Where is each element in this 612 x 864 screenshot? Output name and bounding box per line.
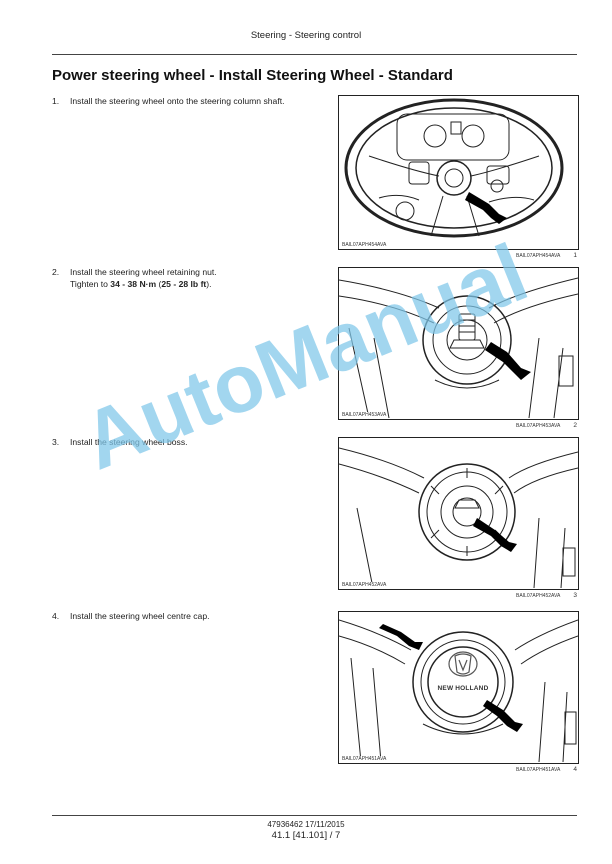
step-4-text: Install the steering wheel centre cap. <box>70 611 210 621</box>
figure-4-illustration <box>339 619 578 763</box>
step-2-text: Install the steering wheel retaining nut… <box>70 266 322 290</box>
step-1: 1. Install the steering wheel onto the s… <box>52 95 322 107</box>
figure-4-code: BAIL07APH451AVA <box>341 756 388 762</box>
figure-2-retaining-nut: BAIL07APH453AVA <box>338 267 579 420</box>
step-2-text-post: ). <box>206 279 212 289</box>
step-4-number: 4. <box>52 611 60 621</box>
step-1-number: 1. <box>52 96 60 106</box>
figure-4-caption-code: BAIL07APH451AVA <box>516 767 561 773</box>
figure-4-centre-cap: NEW HOLLAND BAIL07APH451AVA <box>338 611 579 764</box>
step-2: 2. Install the steering wheel retaining … <box>52 266 322 290</box>
new-holland-logo-text: NEW HOLLAND <box>437 685 489 692</box>
figure-2-number: 2 <box>573 422 577 429</box>
footer-page-number: 41.1 [41.101] / 7 <box>271 830 341 841</box>
header-divider <box>52 54 577 55</box>
footer-doc-ref: 47936462 17/11/2015 <box>267 820 345 829</box>
torque-lbft-value: 25 - 28 lb ft <box>161 279 207 289</box>
torque-nm-value: 34 - 38 N·m <box>110 279 157 289</box>
figure-2-code: BAIL07APH453AVA <box>341 412 388 418</box>
figure-3-number: 3 <box>573 592 577 599</box>
running-header: Steering - Steering control <box>250 30 362 41</box>
figure-1-number: 1 <box>573 252 577 259</box>
step-2-text-line1: Install the steering wheel retaining nut… <box>70 267 217 277</box>
page-title: Power steering wheel - Install Steering … <box>52 67 453 84</box>
figure-3-code: BAIL07APH452AVA <box>341 582 388 588</box>
step-2-text-mid: ( <box>156 279 162 289</box>
figure-1-code: BAIL07APH454AVA <box>341 242 388 248</box>
figure-1-steering-wheel-on-shaft: BAIL07APH454AVA <box>338 95 579 250</box>
figure-1-caption-code: BAIL07APH454AVA <box>516 253 561 259</box>
new-holland-leaf-logo-icon <box>448 651 478 677</box>
footer-divider <box>52 815 577 816</box>
step-3: 3. Install the steering wheel boss. <box>52 436 322 448</box>
figure-1-illustration <box>344 98 564 238</box>
step-2-number: 2. <box>52 267 60 277</box>
step-3-text: Install the steering wheel boss. <box>70 437 188 447</box>
figure-3-wheel-boss: BAIL07APH452AVA <box>338 437 579 590</box>
figure-3-caption-code: BAIL07APH452AVA <box>516 593 561 599</box>
figure-3-illustration <box>339 447 578 589</box>
step-3-number: 3. <box>52 437 60 447</box>
figure-2-illustration <box>339 277 578 419</box>
figure-2-caption-code: BAIL07APH453AVA <box>516 423 561 429</box>
step-4: 4. Install the steering wheel centre cap… <box>52 610 322 622</box>
step-2-text-pre: Tighten to <box>70 279 111 289</box>
figure-4-number: 4 <box>573 766 577 773</box>
step-1-text: Install the steering wheel onto the stee… <box>70 96 285 106</box>
